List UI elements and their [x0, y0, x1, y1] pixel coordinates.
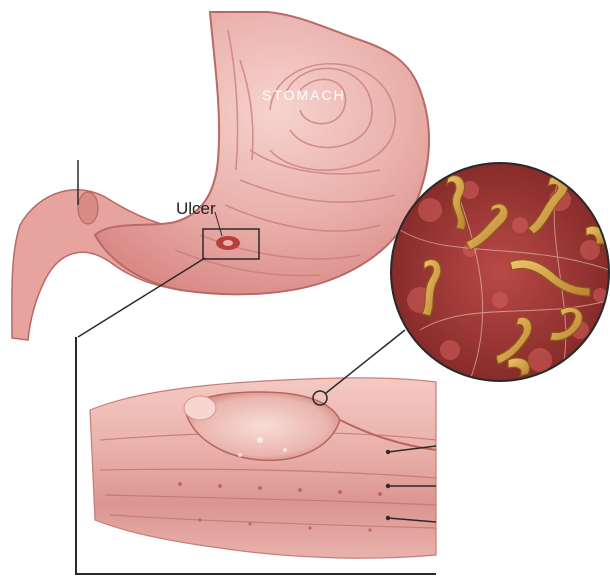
pylorus: [78, 192, 98, 224]
bacteria-micrograph: [390, 162, 610, 382]
stomach-label: STOMACH: [262, 87, 346, 103]
stomach-organ: [12, 12, 429, 340]
ulcer-label: Ulcer: [176, 199, 216, 218]
crater-rim: [184, 396, 216, 420]
cross-section-inset: [76, 330, 436, 574]
ulcer-spot-center: [223, 240, 233, 246]
